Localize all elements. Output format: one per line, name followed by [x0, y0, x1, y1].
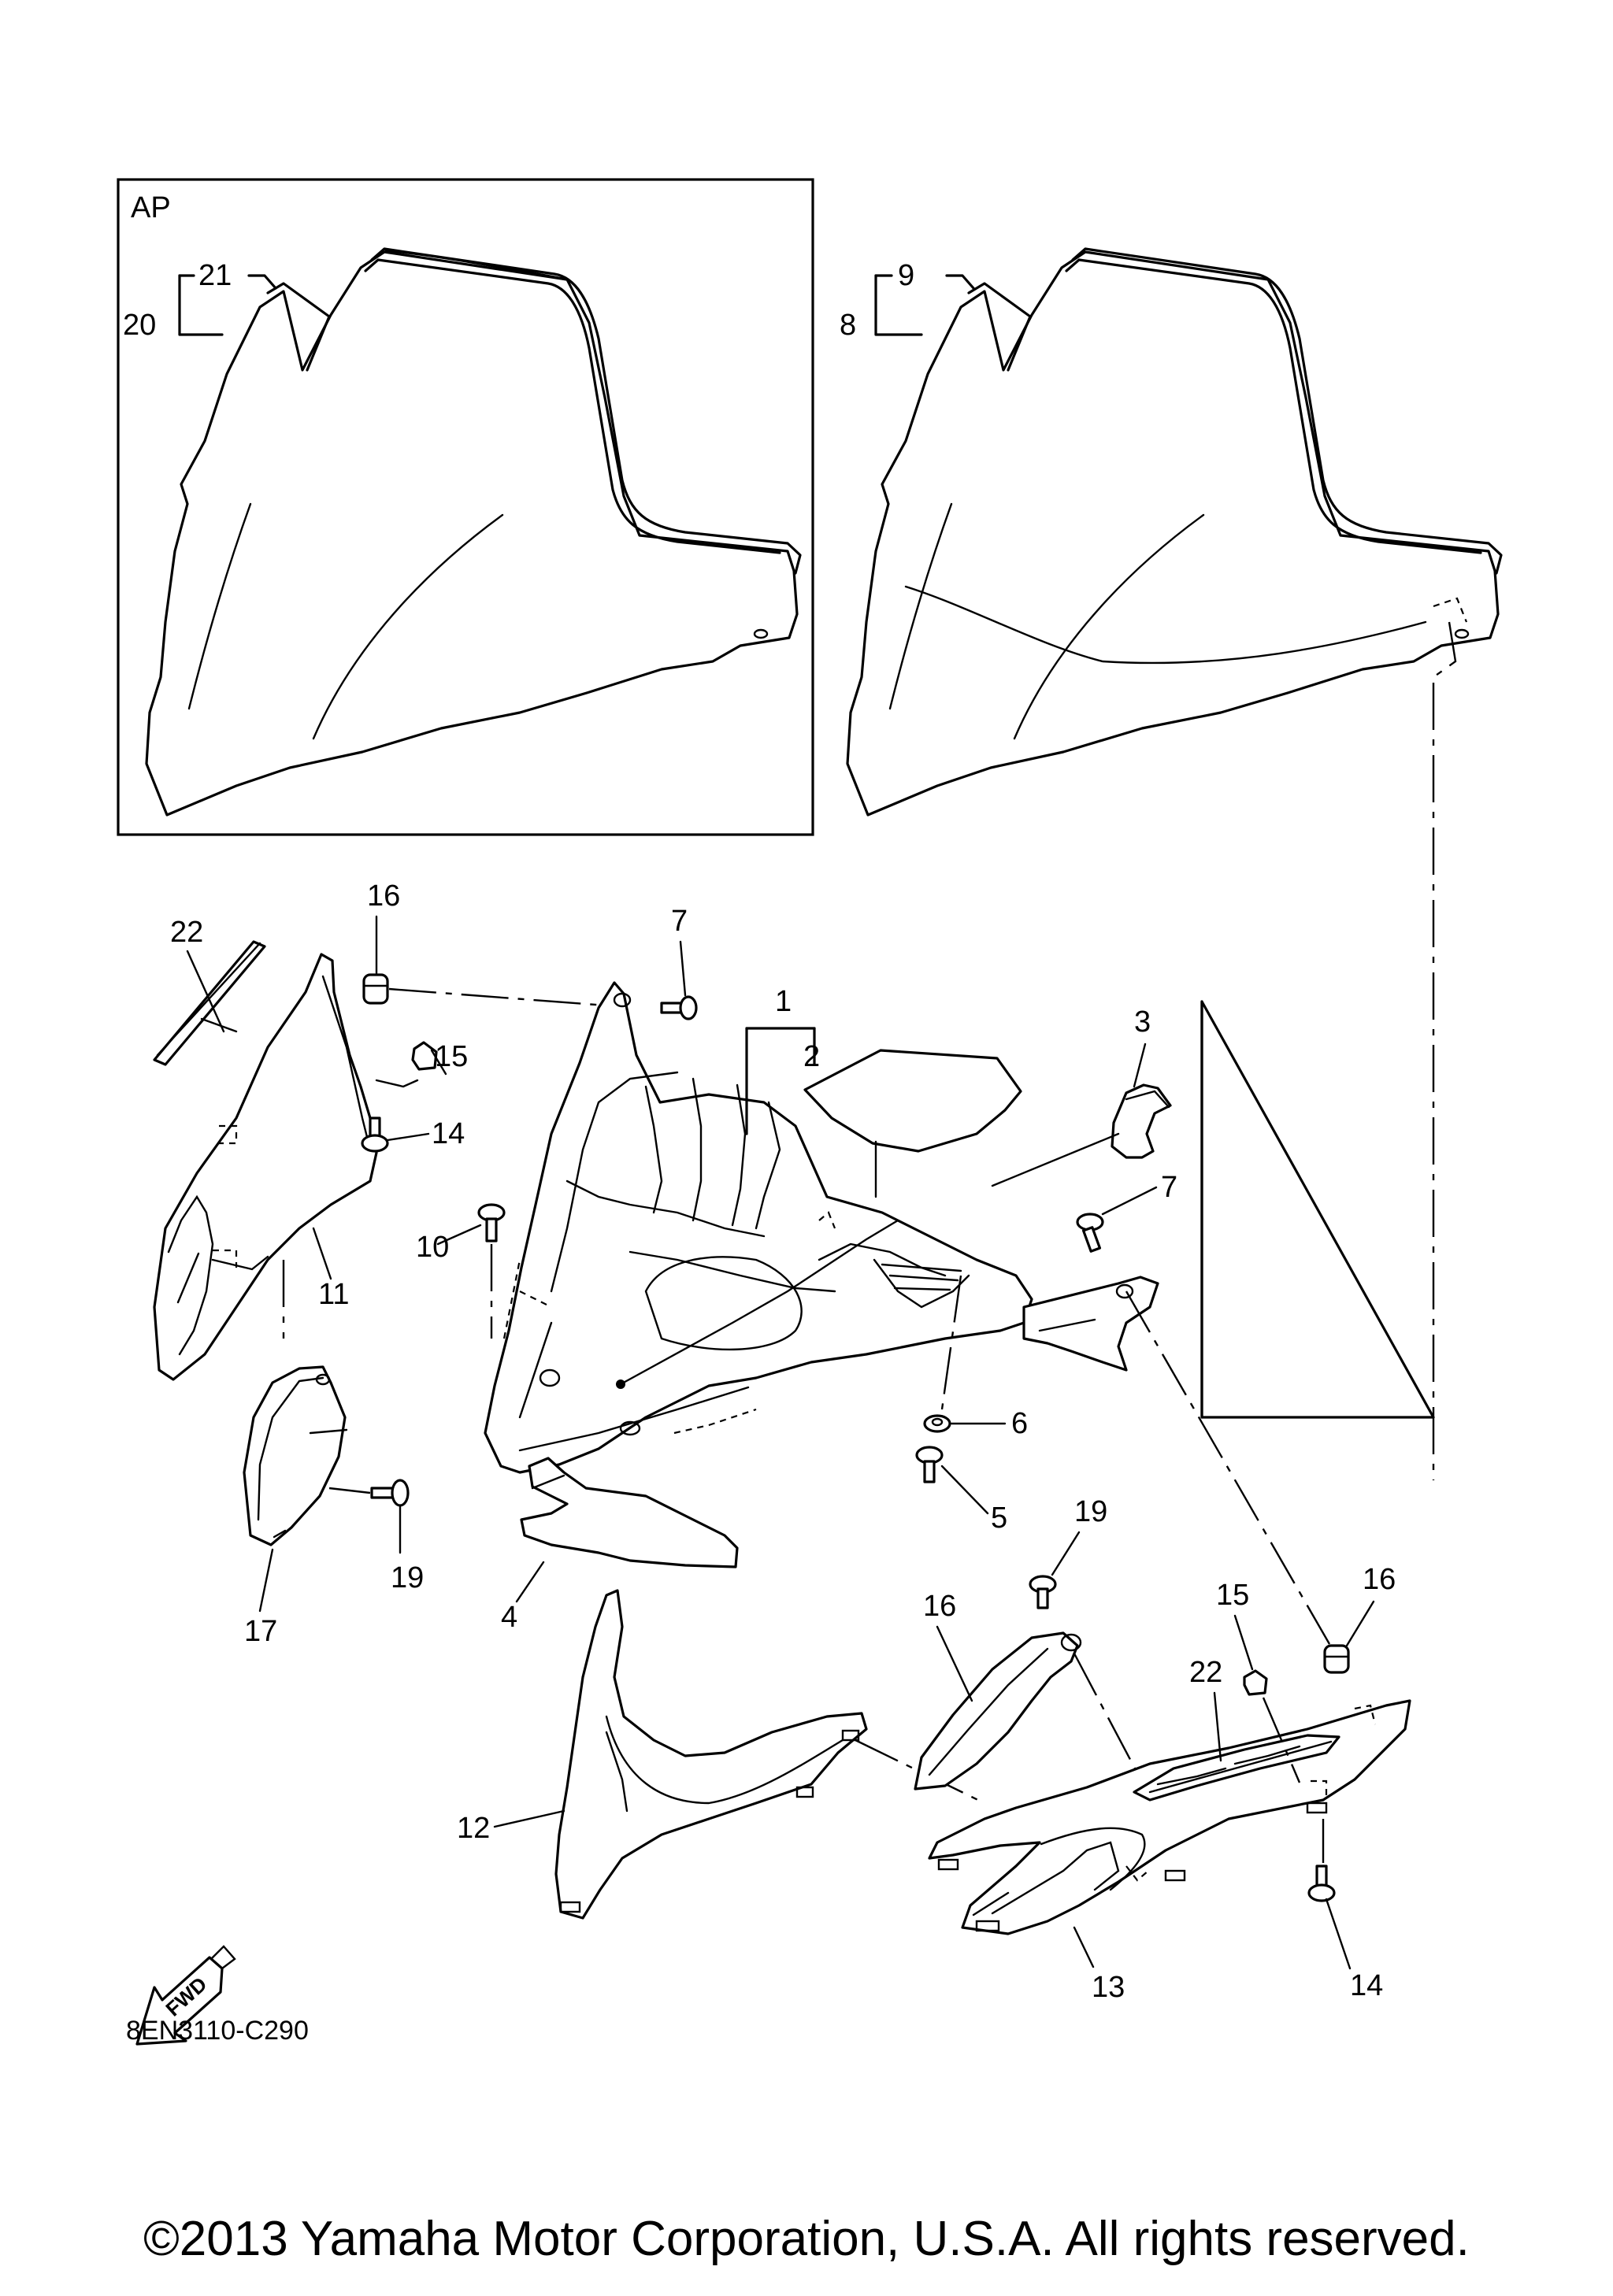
decal-part-22-left	[153, 940, 266, 1066]
decal-part-22-right	[1133, 1734, 1340, 1802]
callout-4: 4	[501, 1601, 517, 1634]
upper-cowling-right-flange	[1022, 1276, 1159, 1372]
callout-14-left: 14	[432, 1117, 465, 1150]
screw-part-7-top	[660, 995, 698, 1020]
bracket-20	[178, 274, 277, 336]
callout-11: 12	[457, 1812, 490, 1845]
lower-duct-part-4	[520, 1457, 739, 1568]
grommet-part-16-left	[362, 973, 389, 1005]
screw-part-19-right	[1029, 1575, 1057, 1609]
screw-part-19-left	[370, 1479, 410, 1507]
callout-5: 5	[991, 1502, 1007, 1535]
callout-14-right: 14	[1350, 1969, 1383, 2002]
callout-2: 2	[803, 1040, 820, 1073]
callout-3: 3	[1134, 1005, 1151, 1039]
inner-panel-part-18	[243, 1365, 348, 1546]
callout-10: 9	[898, 259, 914, 292]
screw-part-5	[915, 1446, 944, 1483]
nut-part-15-left	[375, 1041, 438, 1088]
callout-12: 13	[1092, 1971, 1125, 2004]
callout-21: 21	[198, 259, 232, 292]
callout-9: 8	[840, 309, 856, 342]
nut-part-15-right	[1243, 1669, 1268, 1696]
screw-part-8	[477, 1203, 506, 1242]
bracket-9	[874, 274, 975, 336]
upper-cowling-part-1	[484, 981, 1033, 1474]
heat-pad-part-2	[803, 1049, 1022, 1198]
callout-15-right: 15	[1216, 1579, 1249, 1612]
grommet-part-16-right	[1323, 1644, 1350, 1674]
grommet-part-6	[923, 1414, 951, 1433]
duct-part-3	[991, 1083, 1172, 1187]
callout-22-right: 22	[1189, 1656, 1222, 1689]
callout-13: 11	[318, 1278, 349, 1311]
diagram-code: 8EN3110-C290	[126, 2016, 309, 2046]
inset-box-ap	[117, 178, 814, 836]
callout-8: 10	[416, 1231, 449, 1264]
bracket-1	[745, 1027, 816, 1135]
callout-19-left: 19	[391, 1561, 424, 1594]
callout-7-right: 7	[1161, 1171, 1177, 1204]
callout-1: 1	[775, 985, 792, 1018]
copyright-notice: ©2013 Yamaha Motor Corporation, U.S.A. A…	[143, 2212, 1470, 2266]
side-cowl-part-13	[153, 953, 378, 1381]
callout-16-right: 16	[1363, 1563, 1396, 1596]
screw-part-14-left	[361, 1117, 389, 1153]
callout-17: 16	[923, 1590, 956, 1623]
callout-18: 17	[244, 1615, 277, 1648]
callout-19-right: 19	[1074, 1495, 1107, 1528]
screw-part-7-right	[1076, 1213, 1104, 1253]
windshield-part-9	[846, 247, 1503, 817]
inner-duct-part-17	[914, 1631, 1082, 1791]
callout-20: 20	[123, 309, 156, 342]
callout-6: 6	[1011, 1407, 1028, 1440]
lower-cowl-part-11	[554, 1589, 868, 1920]
callout-7-top: 7	[671, 905, 688, 938]
windshield-ap-part-20	[145, 247, 802, 817]
callout-16-left: 16	[367, 880, 400, 913]
inset-label-ap: AP	[131, 191, 171, 224]
screw-part-14-right	[1307, 1865, 1336, 1902]
callout-15-left: 15	[435, 1040, 468, 1073]
stay-bracket	[1200, 1000, 1435, 1419]
callout-22-left: 22	[170, 916, 203, 949]
